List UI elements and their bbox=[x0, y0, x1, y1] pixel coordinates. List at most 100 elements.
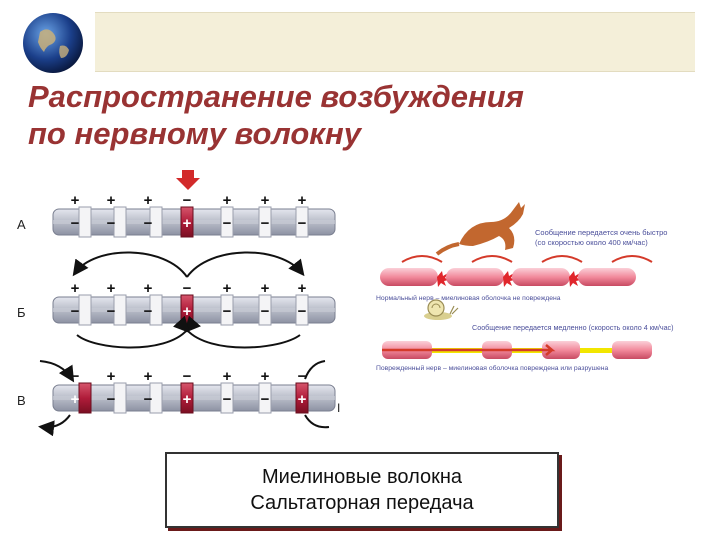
row-label-2: В bbox=[17, 393, 26, 408]
node-of-ranvier-2-6 bbox=[295, 382, 309, 414]
slow-message-text: Сообщение передается медленно (скорость … bbox=[472, 323, 674, 332]
node-of-ranvier-0-3 bbox=[180, 206, 194, 238]
node-of-ranvier-0-2 bbox=[149, 206, 163, 238]
charge-inner-2-0: + bbox=[71, 391, 80, 408]
title-line-2: по нервному волокну bbox=[28, 116, 361, 151]
normal-nerve-segments bbox=[380, 268, 636, 287]
node-of-ranvier-0-4 bbox=[220, 206, 234, 238]
axon-0 bbox=[53, 220, 335, 224]
charge-inner-2-4: − bbox=[223, 391, 232, 408]
node-of-ranvier-2-2 bbox=[149, 382, 163, 414]
globe-icon bbox=[23, 13, 83, 73]
charge-outer-1-5: + bbox=[261, 280, 270, 297]
charge-inner-1-1: − bbox=[107, 303, 116, 320]
node-of-ranvier-0-5 bbox=[258, 206, 272, 238]
slow-impulse-arrow bbox=[382, 344, 556, 356]
myelin-segment bbox=[578, 268, 636, 286]
charge-outer-0-4: + bbox=[223, 192, 232, 209]
charge-inner-1-2: − bbox=[144, 303, 153, 320]
fast-speed-text: (со скоростью около 400 км/час) bbox=[535, 238, 648, 247]
current-arc-right-top bbox=[186, 251, 305, 278]
header-map-band bbox=[95, 12, 695, 72]
charge-inner-1-4: − bbox=[223, 303, 232, 320]
charge-outer-2-0: − bbox=[71, 368, 80, 385]
current-arrow-in-right bbox=[304, 360, 326, 380]
charge-outer-1-4: + bbox=[223, 280, 232, 297]
current-arc-right-bottom bbox=[172, 315, 301, 349]
damaged-nerve-label: Поврежденный нерв – миелиновая оболочка … bbox=[376, 364, 609, 372]
charge-inner-1-5: − bbox=[261, 303, 270, 320]
node-of-ranvier-1-0 bbox=[78, 294, 92, 326]
charge-outer-2-6: − bbox=[298, 368, 307, 385]
node-of-ranvier-2-5 bbox=[258, 382, 272, 414]
myelin-segment bbox=[446, 268, 504, 286]
row-label-1: Б bbox=[17, 305, 26, 320]
charge-outer-0-1: + bbox=[107, 192, 116, 209]
charge-inner-1-6: − bbox=[298, 303, 307, 320]
kangaroo-icon bbox=[435, 202, 525, 256]
charge-outer-1-2: + bbox=[144, 280, 153, 297]
charge-inner-2-1: − bbox=[107, 391, 116, 408]
fast-message-text: Сообщение передается очень быстро bbox=[535, 228, 667, 237]
charge-inner-2-2: − bbox=[144, 391, 153, 408]
node-of-ranvier-1-2 bbox=[149, 294, 163, 326]
charge-inner-0-1: − bbox=[107, 215, 116, 232]
node-of-ranvier-0-1 bbox=[113, 206, 127, 238]
charge-outer-1-3: − bbox=[183, 280, 192, 297]
charge-outer-2-3: − bbox=[183, 368, 192, 385]
charge-inner-0-3: + bbox=[183, 215, 192, 232]
axon-1 bbox=[53, 308, 335, 312]
charge-inner-0-4: − bbox=[223, 215, 232, 232]
node-of-ranvier-0-6 bbox=[295, 206, 309, 238]
caption-box: Миелиновые волокна Сальтаторная передача bbox=[165, 452, 559, 528]
charge-inner-2-6: + bbox=[298, 391, 307, 408]
charge-outer-0-5: + bbox=[261, 192, 270, 209]
node-of-ranvier-0-0 bbox=[78, 206, 92, 238]
charge-inner-0-2: − bbox=[144, 215, 153, 232]
charge-inner-2-3: + bbox=[183, 391, 192, 408]
charge-inner-0-0: − bbox=[71, 215, 80, 232]
myelin-segment bbox=[512, 268, 570, 286]
normal-nerve-label: Нормальный нерв – миелиновая оболочка не… bbox=[376, 294, 561, 302]
current-arrow-in-left bbox=[39, 360, 75, 383]
nerve-speed-illustration: Сообщение передается очень быстро (со ск… bbox=[376, 202, 674, 372]
charge-inner-0-6: − bbox=[298, 215, 307, 232]
charge-outer-0-6: + bbox=[298, 192, 307, 209]
charge-outer-0-3: − bbox=[183, 192, 192, 209]
charge-outer-1-6: + bbox=[298, 280, 307, 297]
charge-inner-0-5: − bbox=[261, 215, 270, 232]
myelin-segment bbox=[380, 268, 438, 286]
node-of-ranvier-2-4 bbox=[220, 382, 234, 414]
node-of-ranvier-2-0 bbox=[78, 382, 92, 414]
current-arrow-out-right bbox=[304, 414, 330, 429]
row-v-marker: I bbox=[337, 401, 340, 415]
charge-outer-0-2: + bbox=[144, 192, 153, 209]
charge-inner-1-3: + bbox=[183, 303, 192, 320]
damaged-myelin-segment bbox=[612, 341, 652, 359]
current-arc-left-bottom bbox=[76, 315, 201, 349]
node-burst bbox=[437, 271, 449, 287]
charge-outer-0-0: + bbox=[71, 192, 80, 209]
node-of-ranvier-1-1 bbox=[113, 294, 127, 326]
current-arc-left-top bbox=[72, 251, 188, 278]
charge-inner-2-5: − bbox=[261, 391, 270, 408]
axon-2 bbox=[53, 396, 335, 400]
caption-line-2: Сальтаторная передача bbox=[250, 492, 474, 514]
charge-outer-2-1: + bbox=[107, 368, 116, 385]
caption-line-1: Миелиновые волокна bbox=[262, 466, 462, 488]
myelinated-fiber-diagram: А + − + − + − − + + − + − + − Б + − + − + − − + + − + − + − В − + + − + − − + +… bbox=[17, 170, 340, 437]
node-burst bbox=[569, 271, 581, 287]
charge-outer-2-2: + bbox=[144, 368, 153, 385]
charge-outer-1-1: + bbox=[107, 280, 116, 297]
node-of-ranvier-1-5 bbox=[258, 294, 272, 326]
damaged-myelin-segment bbox=[542, 341, 580, 359]
charge-outer-2-4: + bbox=[223, 368, 232, 385]
impulse-jump-arrow bbox=[611, 255, 653, 263]
node-burst bbox=[503, 271, 515, 287]
title-line-1: Распространение возбуждения bbox=[28, 79, 524, 114]
impulse-jump-arrow bbox=[541, 255, 583, 263]
node-of-ranvier-1-4 bbox=[220, 294, 234, 326]
row-label-0: А bbox=[17, 217, 26, 232]
impulse-jump-arrow bbox=[401, 255, 443, 263]
node-of-ranvier-2-1 bbox=[113, 382, 127, 414]
